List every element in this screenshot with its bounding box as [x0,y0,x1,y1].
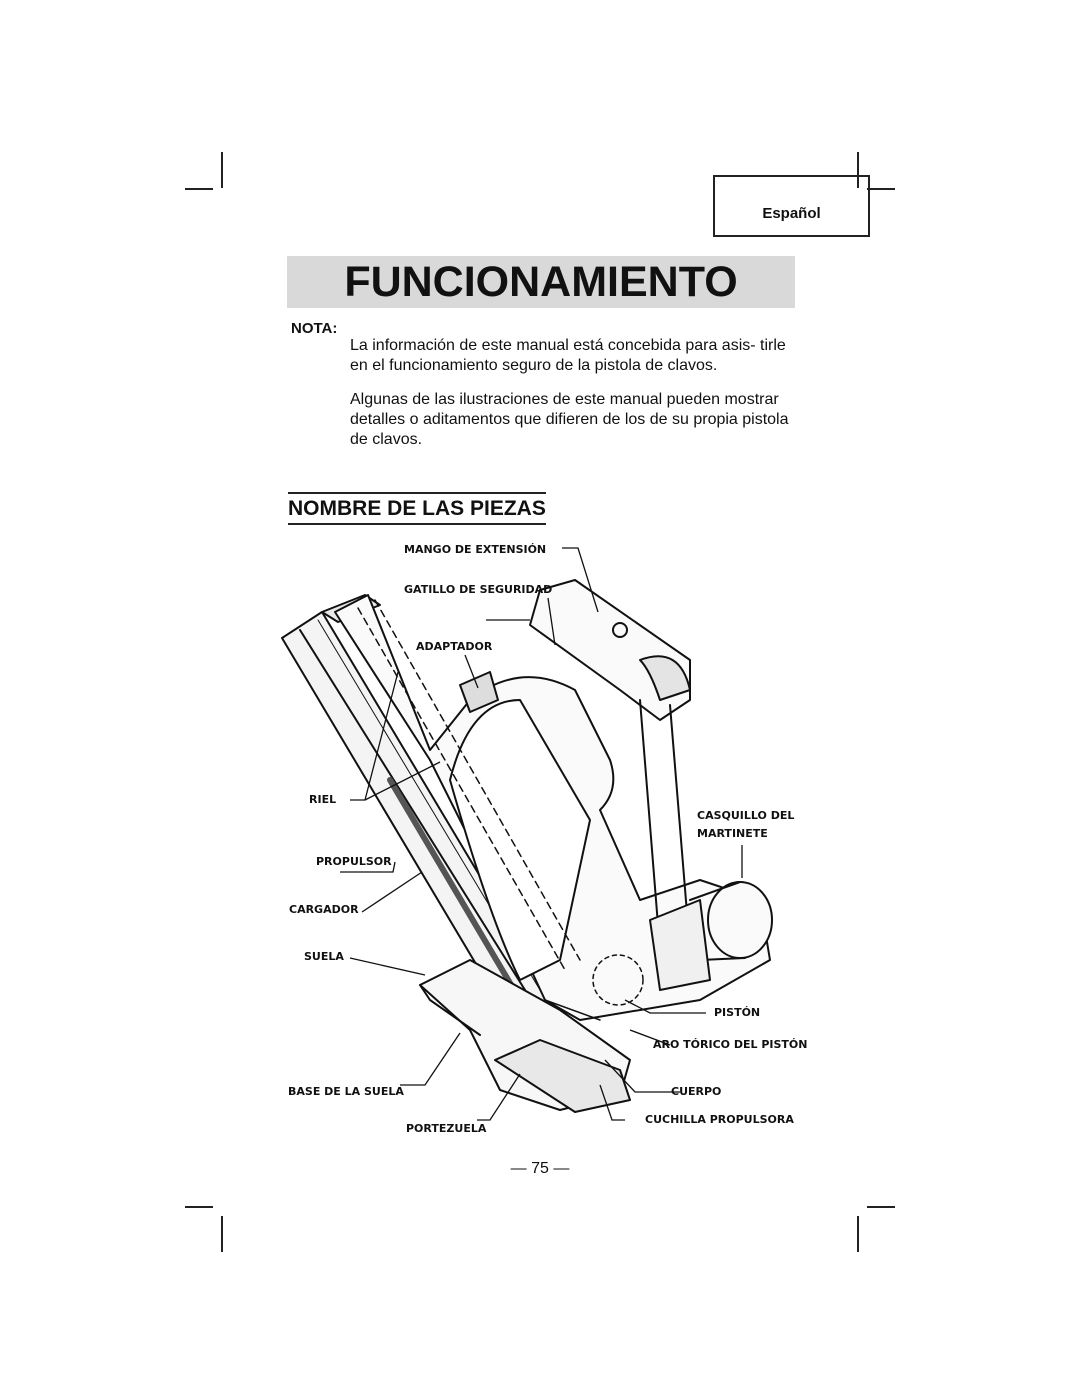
section-heading: NOMBRE DE LAS PIEZAS [288,492,546,525]
note-paragraph: La información de este manual está conce… [350,337,786,374]
note-paragraph: Algunas de las ilustraciones de este man… [350,391,789,448]
crop-mark [857,1216,859,1252]
crop-mark [185,188,213,190]
crop-mark [867,188,895,190]
crop-mark [185,1206,213,1208]
part-label-gatillo-seguridad: GATILLO DE SEGURIDAD [404,583,553,596]
language-label: Español [762,204,821,222]
title-banner: FUNCIONAMIENTO [287,256,795,308]
part-label-cuerpo: CUERPO [671,1085,722,1098]
part-label-casquillo-martinete: CASQUILLO DEL [697,809,795,822]
part-label-cuchilla-propulsora: CUCHILLA PROPULSORA [645,1113,794,1126]
part-label-riel: RIEL [309,793,337,806]
part-label-casquillo-martinete: MARTINETE [697,827,768,840]
page-number: — 75 — [510,1160,570,1177]
language-tab: Español [713,175,870,237]
page-title: FUNCIONAMIENTO [344,257,738,306]
part-label-suela: SUELA [304,950,344,963]
part-label-cargador: CARGADOR [289,903,359,916]
crop-mark [221,152,223,188]
note-label: NOTA: [291,320,338,337]
part-label-propulsor: PROPULSOR [316,855,392,868]
part-label-aro-torico: ARO TÓRICO DEL PISTÓN [653,1038,808,1051]
part-label-portezuela: PORTEZUELA [406,1122,487,1135]
part-label-adaptador: ADAPTADOR [416,640,493,653]
part-label-base-suela: BASE DE LA SUELA [288,1085,404,1098]
crop-mark [867,1206,895,1208]
part-label-mango-extension: MANGO DE EXTENSIÓN [404,543,547,556]
crop-mark [221,1216,223,1252]
crop-mark [857,152,859,188]
part-label-piston: PISTÓN [714,1006,761,1019]
